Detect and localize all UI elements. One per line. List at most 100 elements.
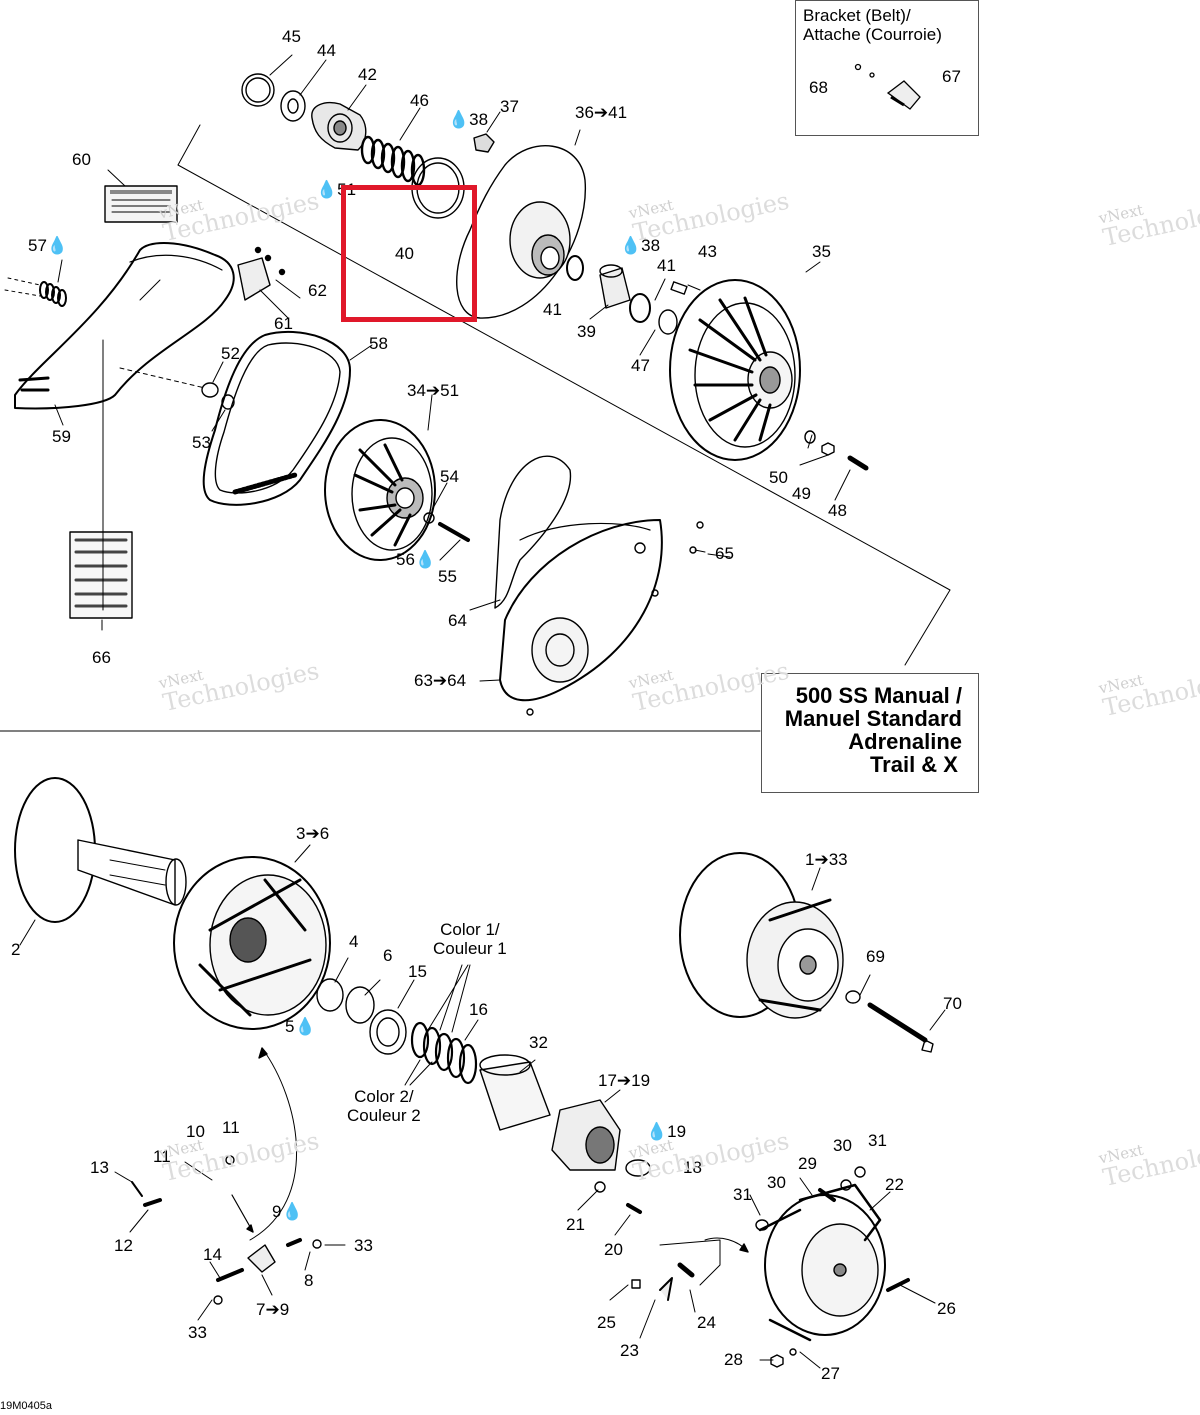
part-3-sliding-half: [173, 856, 331, 1030]
callout-62: 62: [308, 281, 327, 300]
callout-24: 24: [697, 1313, 716, 1332]
callout-57: 57💧: [28, 236, 69, 255]
part-37-slider: [473, 133, 495, 153]
highlight-box-part-40: [341, 185, 477, 322]
callout-69: 69: [866, 947, 885, 966]
callout-21: 21: [566, 1215, 585, 1234]
callout-38-top: 💧38: [448, 110, 489, 129]
part-1-drive-pulley: [679, 852, 844, 1019]
callout-25: 25: [597, 1313, 616, 1332]
color-1-note: Color 1/ Couleur 1: [433, 920, 507, 958]
callout-65: 65: [715, 544, 734, 563]
part-59-belt-guard: [14, 242, 235, 410]
model-line1: 500 SS Manual /: [795, 683, 962, 708]
model-box: 500 SS Manual / Manuel Standard Adrenali…: [761, 673, 979, 793]
callout-33-right: 33: [354, 1236, 373, 1255]
callout-5: 5💧: [285, 1017, 316, 1036]
model-line4: Trail & X: [869, 752, 958, 777]
callout-60: 60: [72, 150, 91, 169]
callout-8: 8: [304, 1271, 314, 1290]
callout-18: 18: [683, 1158, 702, 1177]
part-35-fixed-sheave: [669, 279, 801, 461]
callout-59: 59: [52, 427, 71, 446]
callout-14: 14: [203, 1245, 222, 1264]
callout-34-51: 34➔51: [407, 381, 460, 400]
callout-41-left: 41: [543, 300, 562, 319]
callout-50: 50: [769, 468, 788, 487]
callout-29: 29: [798, 1154, 817, 1173]
callout-48: 48: [828, 501, 847, 520]
part-32-sleeve: [479, 1054, 551, 1131]
callout-26: 26: [937, 1299, 956, 1318]
callout-22: 22: [885, 1175, 904, 1194]
callout-31-left: 31: [733, 1185, 752, 1204]
bracket-inset-box: Bracket (Belt)/ Attache (Courroie) 68 67: [795, 0, 979, 136]
callout-35: 35: [812, 242, 831, 261]
callout-1-33: 1➔33: [805, 850, 848, 869]
model-line2: Manuel Standard: [784, 706, 962, 731]
bracket-drawing: [854, 63, 921, 110]
callout-20: 20: [604, 1240, 623, 1259]
callout-41-right: 41: [657, 256, 676, 275]
callout-4: 4: [349, 932, 359, 951]
part-58-belt: [202, 330, 351, 506]
callout-2: 2: [11, 940, 21, 959]
callout-13: 13: [90, 1158, 109, 1177]
callout-31-top: 31: [868, 1131, 887, 1150]
callout-36-41: 36➔41: [575, 103, 628, 122]
callout-63-64: 63➔64: [414, 671, 467, 690]
callout-11-left: 11: [153, 1147, 171, 1166]
callout-43: 43: [698, 242, 717, 261]
callout-61: 61: [274, 314, 293, 333]
bracket-title-line2: Attache (Courroie): [803, 25, 942, 44]
callout-10: 10: [186, 1122, 205, 1141]
part-34-driven-pulley: [324, 419, 436, 561]
callout-67: 67: [942, 67, 961, 86]
part-60-label: [104, 185, 178, 223]
part-42-cam: [311, 101, 367, 151]
callout-33-bottom: 33: [188, 1323, 207, 1342]
callout-46: 46: [410, 91, 429, 110]
callout-68: 68: [809, 78, 828, 97]
color-2-note: Color 2/ Couleur 2: [347, 1087, 421, 1125]
callout-7-9: 7➔9: [256, 1300, 290, 1319]
callout-56: 56💧: [396, 550, 437, 569]
callout-70: 70: [943, 994, 962, 1013]
callout-66: 66: [92, 648, 111, 667]
callout-58: 58: [369, 334, 388, 353]
part-22-governor: [758, 1183, 886, 1342]
part-46-spring: [360, 135, 426, 187]
bracket-title-line1: Bracket (Belt)/: [803, 6, 911, 25]
part-36-sheave: [456, 145, 586, 319]
callout-3-6: 3➔6: [296, 824, 330, 843]
callout-40: 40: [395, 244, 414, 263]
part-63-cover: [494, 455, 663, 702]
callout-55: 55: [438, 567, 457, 586]
callout-42: 42: [358, 65, 377, 84]
callout-37: 37: [500, 97, 519, 116]
part-44-washer: [280, 90, 306, 122]
callout-11-top: 11: [222, 1118, 240, 1137]
figure-id: 19M0405a: [0, 1400, 52, 1412]
callout-12: 12: [114, 1236, 133, 1255]
callout-38-mid: 💧38: [620, 236, 661, 255]
callout-54: 54: [440, 467, 459, 486]
callout-9: 9💧: [272, 1202, 303, 1221]
callout-52: 52: [221, 344, 240, 363]
part-66-label: [69, 531, 133, 619]
callout-6: 6: [383, 946, 393, 965]
part-57-spring: [39, 281, 67, 307]
callout-30-top: 30: [833, 1136, 852, 1155]
callout-49: 49: [792, 484, 811, 503]
part-45-snap-ring: [241, 73, 275, 107]
callout-16: 16: [469, 1000, 488, 1019]
callout-19: 💧19: [646, 1122, 687, 1141]
callout-30-left: 30: [767, 1173, 786, 1192]
part-39-bushing: [599, 264, 631, 309]
callout-28: 28: [724, 1350, 743, 1369]
callout-39: 39: [577, 322, 596, 341]
part-16-spring: [410, 1021, 478, 1085]
callout-17-19: 17➔19: [598, 1071, 651, 1090]
callout-23: 23: [620, 1341, 639, 1360]
